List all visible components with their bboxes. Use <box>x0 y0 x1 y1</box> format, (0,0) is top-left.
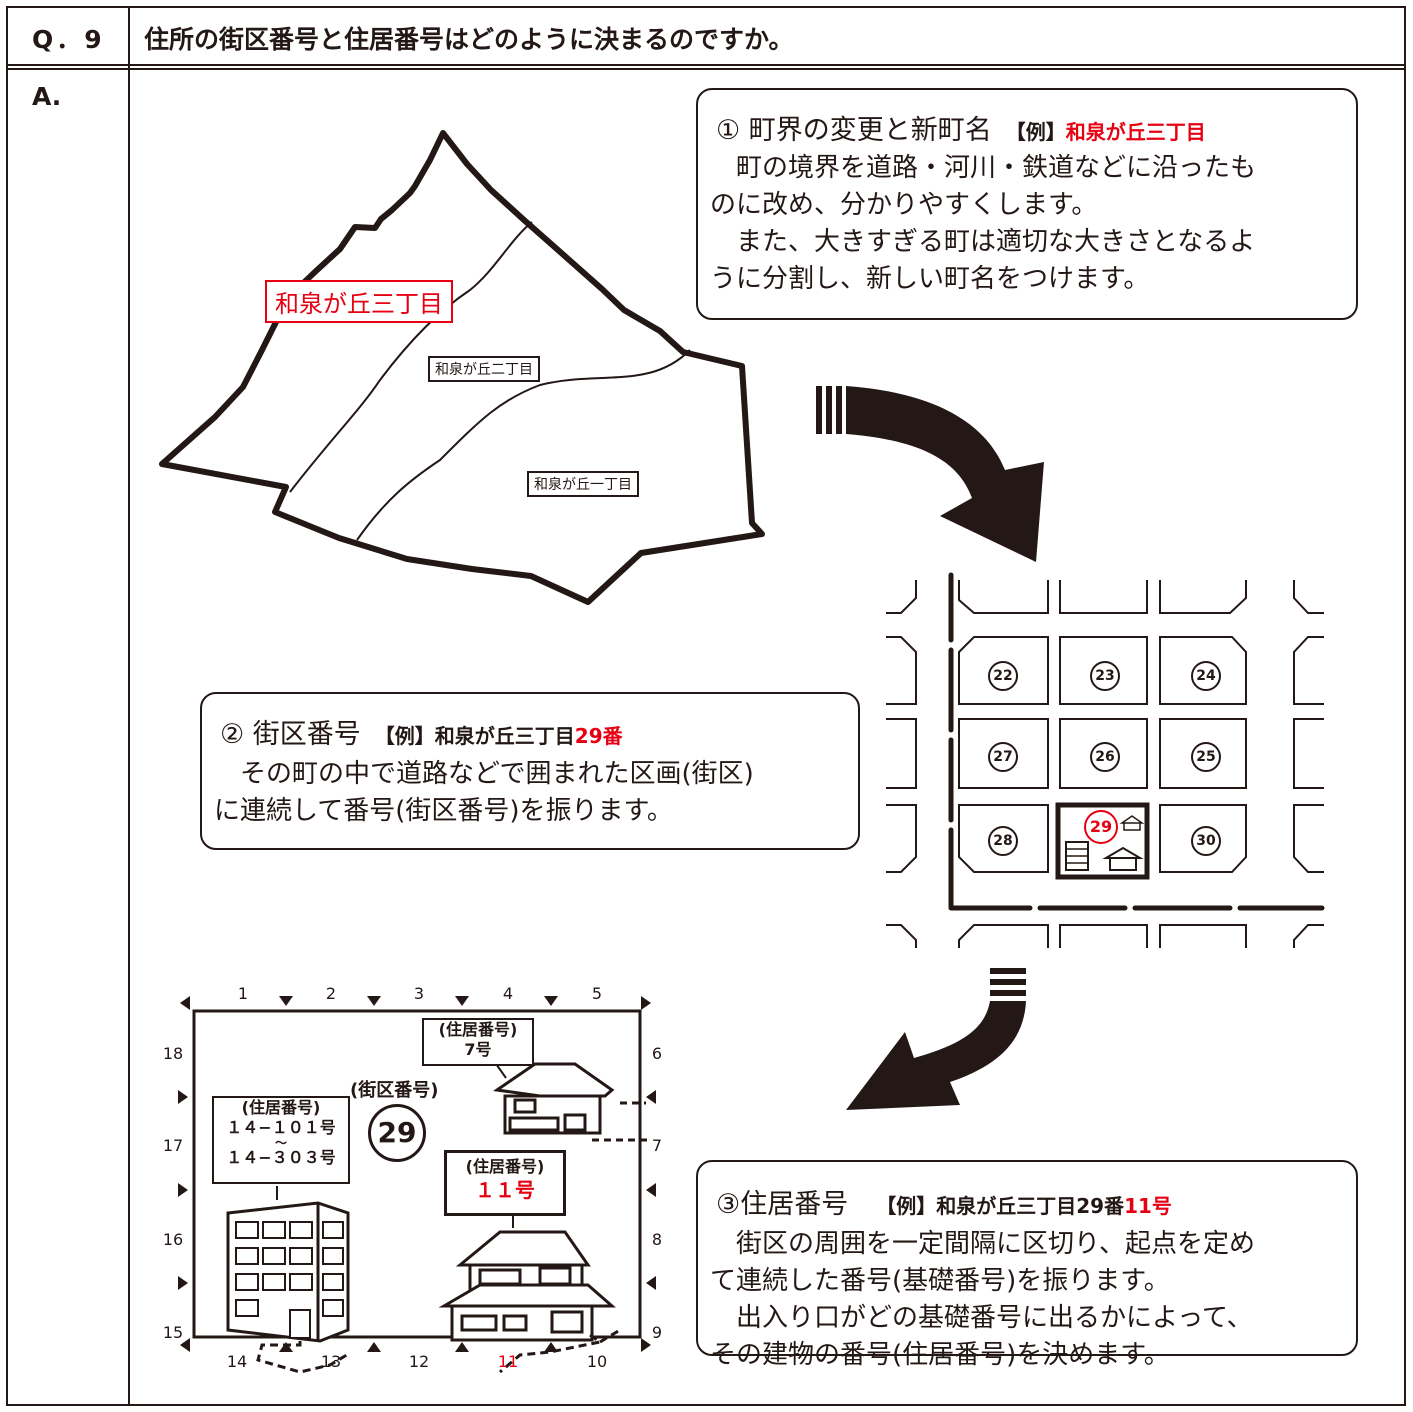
block-number-24: 24 <box>1191 661 1221 691</box>
apartment-line2: １４−３０３号 <box>226 1148 336 1167</box>
block-number-label: (街区番号) <box>350 1080 439 1101</box>
house11-note: (住居番号) １１号 <box>444 1150 566 1216</box>
base-number: 15 <box>162 1323 184 1342</box>
base-number: 9 <box>651 1323 663 1342</box>
step1-title: ① 町界の変更と新町名【例】和泉が丘三丁目 <box>716 108 1206 147</box>
step1-example-value: 和泉が丘三丁目 <box>1065 120 1206 144</box>
base-number: 5 <box>591 984 603 1003</box>
step2-body: その町の中で道路などで囲まれた区画(街区) に連続して番号(街区番号)を振ります… <box>214 759 754 826</box>
frontage-markers <box>178 996 656 1352</box>
house11-value: １１号 <box>475 1178 535 1202</box>
block-number-27: 27 <box>988 742 1018 772</box>
answer-label: A. <box>32 82 62 111</box>
step3-example-value: 11号 <box>1124 1194 1172 1218</box>
base-number: 4 <box>502 984 514 1003</box>
question-number: Q．9 <box>32 25 105 54</box>
step3-example-prefix: 【例】和泉が丘三丁目29番 <box>876 1194 1125 1218</box>
base-number-highlight: 11 <box>497 1352 519 1371</box>
base-number: 12 <box>408 1352 430 1371</box>
house-7 <box>492 1062 615 1135</box>
base-number: 18 <box>162 1044 184 1063</box>
step2-callout: ② 街区番号【例】和泉が丘三丁目29番 その町の中で道路などで囲まれた区画(街区… <box>200 692 860 850</box>
house7-value: 7号 <box>464 1040 492 1059</box>
block-number-28: 28 <box>988 826 1018 856</box>
old-town-label-1: 和泉が丘一丁目 <box>527 471 639 497</box>
block-number-29: 29 <box>1084 810 1118 844</box>
base-number: 10 <box>586 1352 608 1371</box>
block-number-23: 23 <box>1090 661 1120 691</box>
step3-body: 街区の周囲を一定間隔に区切り、起点を定め て連続した番号(基礎番号)を振ります。… <box>710 1229 1255 1370</box>
step2-example-prefix: 【例】和泉が丘三丁目 <box>374 724 575 748</box>
step2-title-text: ② 街区番号 <box>220 719 361 750</box>
street-block-grid <box>886 580 1324 948</box>
apartment-note: (住居番号) １４−１０１号 〜 １４−３０３号 <box>212 1096 350 1184</box>
apartment-line1: １４−１０１号 <box>226 1118 336 1137</box>
new-town-label: 和泉が丘三丁目 <box>265 280 453 323</box>
base-number: 8 <box>651 1230 663 1249</box>
apartment-building <box>226 1201 350 1343</box>
block-number-22: 22 <box>988 661 1018 691</box>
base-number: 14 <box>226 1352 248 1371</box>
arrow-step1-to-step2 <box>816 386 1044 562</box>
arrow-step2-to-step3 <box>846 968 1026 1110</box>
block-number-30: 30 <box>1191 826 1221 856</box>
house7-label: (住居番号) <box>438 1020 518 1039</box>
house-11 <box>438 1230 616 1342</box>
step2-title: ② 街区番号【例】和泉が丘三丁目29番 <box>220 712 623 751</box>
step1-title-text: ① 町界の変更と新町名 <box>716 115 992 146</box>
base-number: 16 <box>162 1230 184 1249</box>
house11-label: (住居番号) <box>465 1157 545 1176</box>
base-number: 13 <box>320 1352 342 1371</box>
qa-table-frame <box>6 6 1406 1406</box>
old-town-label-2: 和泉が丘二丁目 <box>428 356 540 382</box>
base-number: 17 <box>162 1136 184 1155</box>
block-diagram <box>178 996 656 1374</box>
step3-callout: ③住居番号 【例】和泉が丘三丁目29番11号 街区の周囲を一定間隔に区切り、起点を… <box>696 1160 1358 1370</box>
step1-body: 町の境界を道路・河川・鉄道などに沿ったも のに改め、分かりやすくします。 また、… <box>710 153 1257 294</box>
base-number: 7 <box>651 1136 663 1155</box>
step2-example-value: 29番 <box>574 724 623 748</box>
block-number-circle: 29 <box>368 1104 426 1162</box>
apartment-tilde: 〜 <box>274 1136 287 1150</box>
base-number: 6 <box>651 1044 663 1063</box>
base-number: 1 <box>237 984 249 1003</box>
house7-note: (住居番号) 7号 <box>422 1018 534 1066</box>
base-number: 3 <box>413 984 425 1003</box>
step3-title: ③住居番号 【例】和泉が丘三丁目29番11号 <box>716 1182 1172 1221</box>
step1-callout: ① 町界の変更と新町名【例】和泉が丘三丁目 町の境界を道路・河川・鉄道などに沿っ… <box>696 88 1358 320</box>
header-divider-1 <box>6 64 1406 66</box>
question-text: 住所の街区番号と住居番号はどのように決まるのですか。 <box>144 25 794 54</box>
base-number: 2 <box>325 984 337 1003</box>
block-number-25: 25 <box>1191 742 1221 772</box>
header-divider-2 <box>6 68 1406 70</box>
apartment-label: (住居番号) <box>241 1098 321 1117</box>
column-divider <box>128 6 130 1406</box>
step1-example-prefix: 【例】 <box>1005 120 1066 144</box>
road-lines <box>948 572 1325 911</box>
step3-title-text: ③住居番号 <box>716 1189 849 1220</box>
block-number-26: 26 <box>1090 742 1120 772</box>
